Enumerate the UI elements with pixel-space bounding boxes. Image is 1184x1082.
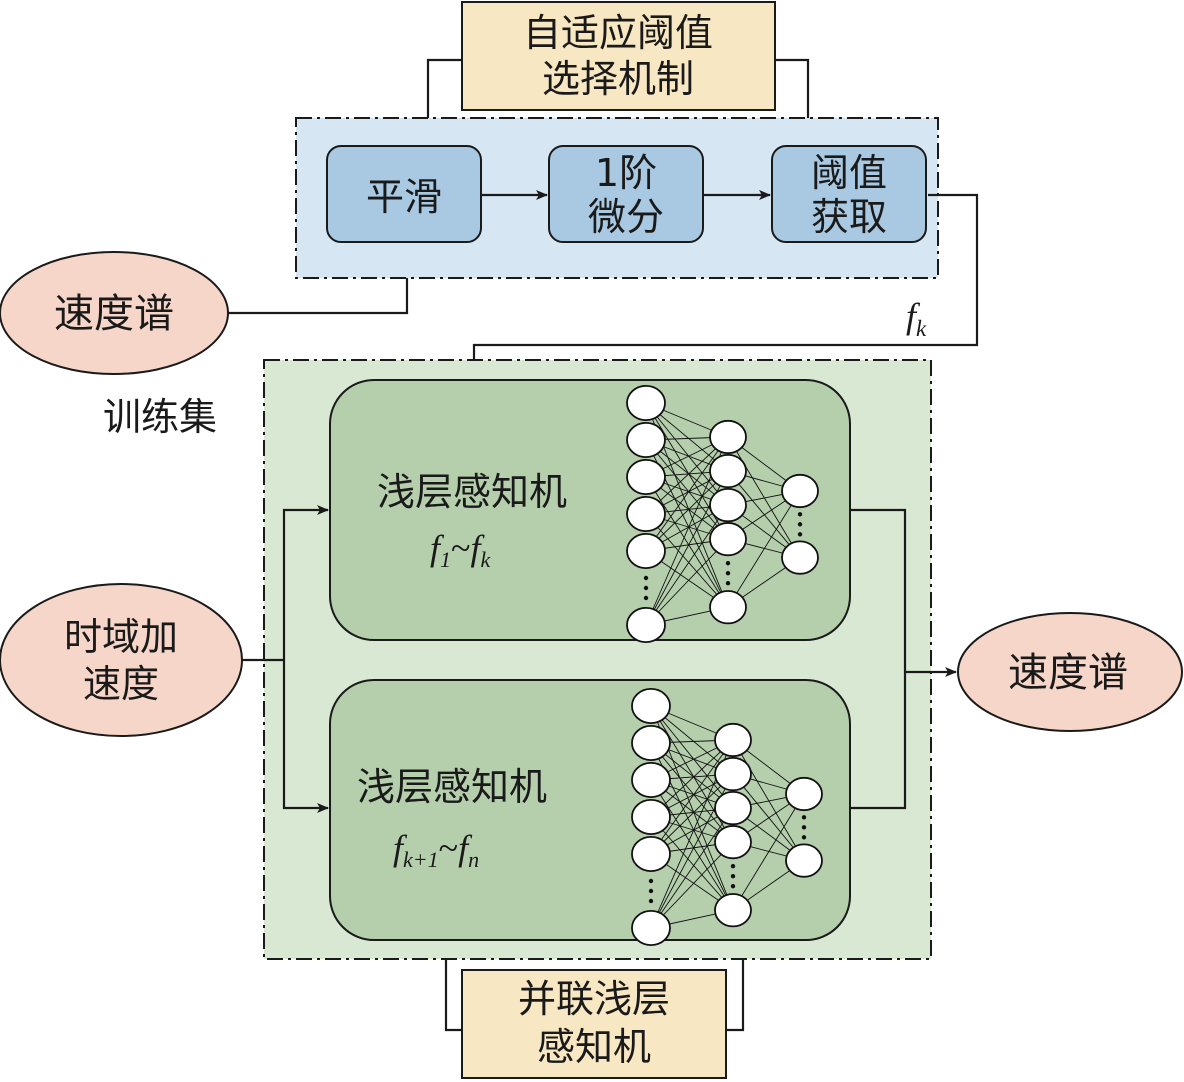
speed-spectrum-output-label: 速度谱 [1008,650,1128,696]
time-acceleration-ellipse [0,583,243,737]
shallow-perceptron-title-top: 浅层感知机 [377,470,567,514]
bracket-right-bottom [726,959,745,1032]
adaptive-threshold-label-line2: 选择机制 [542,57,694,101]
training-set-label: 训练集 [103,395,217,439]
shallow-perceptron-title-bottom: 浅层感知机 [357,765,547,809]
adaptive-threshold-label-line1: 自适应阈值 [523,11,713,55]
threshold-acquisition-label-line1: 阈值 [811,151,887,195]
threshold-acquisition-step-box [771,145,927,243]
parallel-perceptron-label-line1: 并联浅层 [518,977,670,1021]
speed-spectrum-input-label: 速度谱 [54,291,174,337]
neural-network-icon [626,384,819,644]
time-acceleration-label-line2: 速度 [83,662,159,706]
derivative-step-label-line1: 1阶 [595,151,657,195]
parallel-perceptron-label-box [461,969,727,1079]
neural-network-icon [631,688,823,947]
parallel-perceptron-section: 并联浅层 感知机 [444,959,745,1079]
shallow-perceptron-box-bottom [329,679,851,941]
fk-label: fk [906,296,927,341]
arrow-icon [282,660,329,813]
adaptive-threshold-label-box [461,1,776,111]
derivative-step-label-line2: 微分 [588,195,664,239]
bracket-right-top [775,58,810,118]
threshold-acquisition-label-line2: 获取 [811,195,887,239]
smoothing-step-label: 平滑 [366,175,442,219]
speed-spectrum-input-group: 速度谱 [0,251,409,375]
training-section: 训练集 浅层感知机 f1~fk 浅层感知机 fk+1~fn [103,359,932,960]
speed-spectrum-input-connector [228,278,409,315]
bracket-left-top [426,58,462,118]
speed-spectrum-output-group: 速度谱 [850,508,1183,810]
parallel-perceptron-label-line2: 感知机 [537,1025,651,1069]
time-acceleration-label-line1: 时域加 [64,615,178,659]
perceptron-merge-connector [850,508,907,810]
speed-spectrum-output-ellipse [957,612,1183,732]
speed-spectrum-input-ellipse [0,251,229,375]
time-acceleration-input-group: 时域加 速度 [0,505,329,813]
arrow-icon [282,505,329,660]
bracket-left-bottom [444,959,462,1032]
adaptive-threshold-section: 自适应阈值 选择机制 平滑 1阶 微分 阈值 获取 [295,1,939,279]
